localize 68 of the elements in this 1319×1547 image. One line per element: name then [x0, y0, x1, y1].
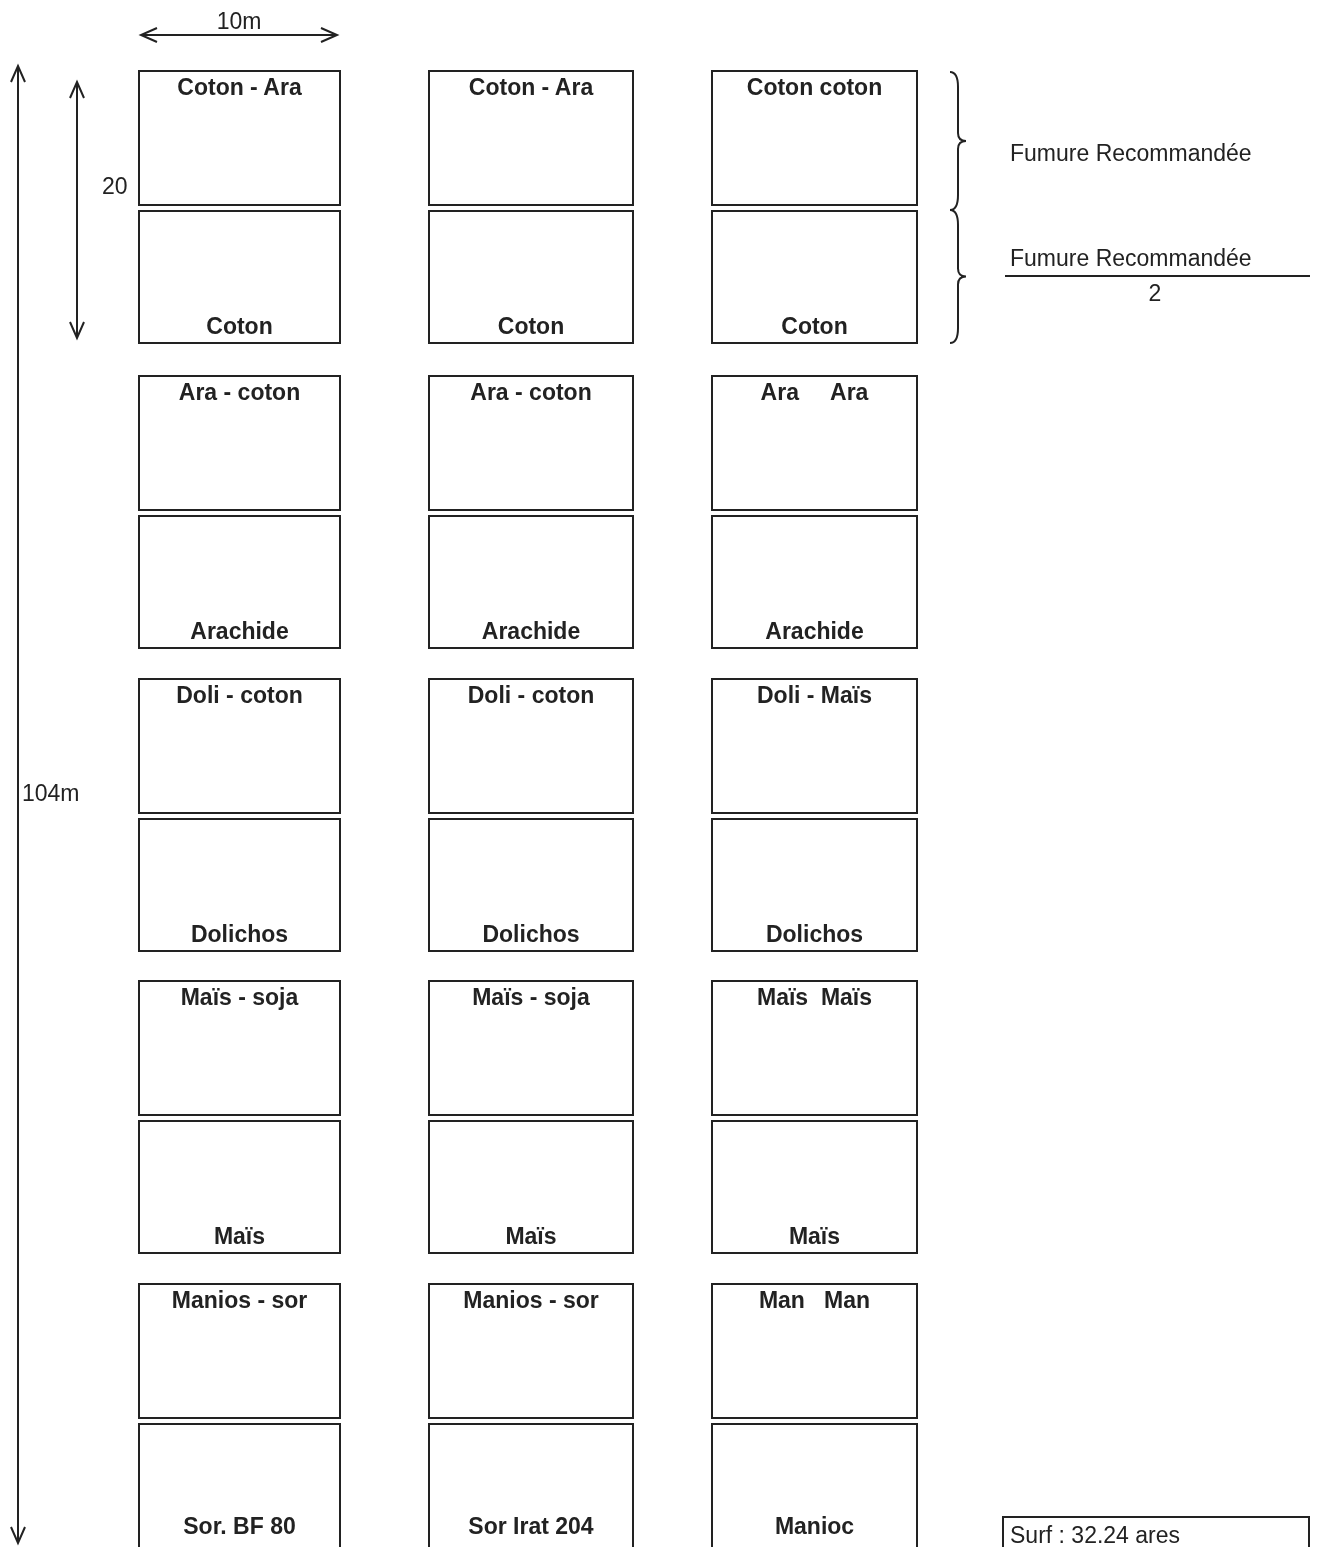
plot-section — [138, 375, 341, 511]
crop-label: Sor Irat 204 — [467, 1513, 595, 1540]
crop-label: Maïs - soja — [179, 984, 300, 1011]
dimension-label: 20 — [102, 173, 128, 200]
crop-label: Manios - sor — [462, 1287, 600, 1314]
plot-section — [711, 515, 918, 649]
plot-section — [138, 210, 341, 344]
crop-label: Maïs — [212, 1223, 267, 1250]
plot-section — [138, 1120, 341, 1254]
crop-label: Maïs Maïs — [755, 984, 873, 1011]
plot-section — [711, 980, 918, 1116]
plot-section — [138, 1283, 341, 1419]
crop-label: Coton coton — [745, 74, 884, 101]
crop-label: Surf : 32.24 ares — [1010, 1522, 1182, 1547]
crop-label: Maïs - soja — [471, 984, 591, 1011]
crop-label: Dolichos — [189, 921, 290, 948]
crop-label: Maïs — [787, 1223, 842, 1250]
plot-section — [711, 70, 918, 206]
crop-label: Coton - Ara — [467, 74, 595, 101]
crop-label: Dolichos — [764, 921, 865, 948]
plot-section — [138, 980, 341, 1116]
crop-label: Doli - Maïs — [756, 682, 873, 709]
note-text: Fumure Recommandée — [1010, 245, 1252, 272]
crop-label: Dolichos — [481, 921, 581, 948]
plot-section — [138, 818, 341, 952]
crop-label: Man Man — [757, 1287, 872, 1314]
crop-label: Ara - coton — [177, 379, 302, 406]
crop-label: Manioc — [773, 1513, 856, 1540]
crop-label: Arachide — [480, 618, 582, 645]
crop-label: Arachide — [764, 618, 865, 645]
crop-label: Manios - sor — [170, 1287, 309, 1314]
dimension-label: 104m — [22, 780, 80, 807]
crop-label: Coton — [205, 313, 274, 340]
plot-section — [428, 375, 634, 511]
note-text: Fumure Recommandée — [1010, 140, 1252, 167]
plot-section — [428, 980, 634, 1116]
plot-section — [711, 678, 918, 814]
crop-label: Arachide — [189, 618, 290, 645]
plot-section — [138, 515, 341, 649]
plot-section — [711, 375, 918, 511]
plot-section — [711, 210, 918, 344]
plot-section — [428, 678, 634, 814]
crop-label: Doli - coton — [175, 682, 304, 709]
plot-section — [138, 1423, 341, 1547]
crop-label: Sor. BF 80 — [182, 1513, 297, 1540]
plot-section — [428, 210, 634, 344]
plot-section — [711, 818, 918, 952]
dimension-label: 10m — [216, 8, 262, 35]
plot-section — [711, 1423, 918, 1547]
plot-section — [428, 515, 634, 649]
crop-label: Doli - coton — [466, 682, 596, 709]
crop-label: Ara Ara — [759, 379, 870, 406]
plot-section — [428, 1120, 634, 1254]
plot-section — [428, 70, 634, 206]
plot-section — [428, 1283, 634, 1419]
crop-label: Maïs — [504, 1223, 558, 1250]
plot-section — [428, 1423, 634, 1547]
crop-label: Coton — [780, 313, 849, 340]
crop-label: Ara - coton — [469, 379, 593, 406]
crop-label: Coton — [496, 313, 566, 340]
plot-section — [428, 818, 634, 952]
plot-section — [138, 70, 341, 206]
plot-section — [711, 1120, 918, 1254]
crop-label: Coton - Ara — [176, 74, 303, 101]
plot-section — [138, 678, 341, 814]
note-text: 2 — [1148, 280, 1162, 307]
area-box — [1002, 1516, 1310, 1547]
plot-section — [711, 1283, 918, 1419]
